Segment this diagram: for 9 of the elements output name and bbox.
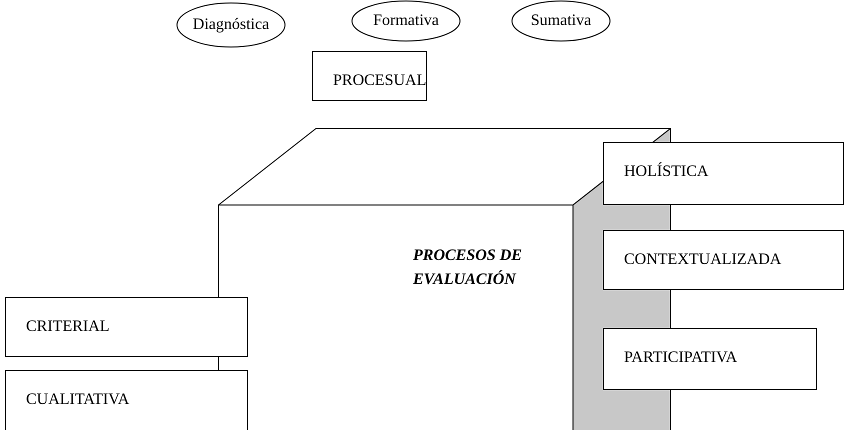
oval-node: Diagnóstica bbox=[176, 2, 286, 48]
oval-node: Sumativa bbox=[511, 0, 611, 42]
label-box: HOLÍSTICA bbox=[603, 142, 844, 205]
label-box: PROCESUAL bbox=[312, 51, 427, 101]
label-box: PARTICIPATIVA bbox=[603, 328, 817, 390]
label-box: CRITERIAL bbox=[5, 297, 248, 357]
oval-node: Formativa bbox=[351, 0, 461, 42]
label-box: CUALITATIVA bbox=[5, 370, 248, 430]
label-box: CONTEXTUALIZADA bbox=[603, 230, 844, 290]
